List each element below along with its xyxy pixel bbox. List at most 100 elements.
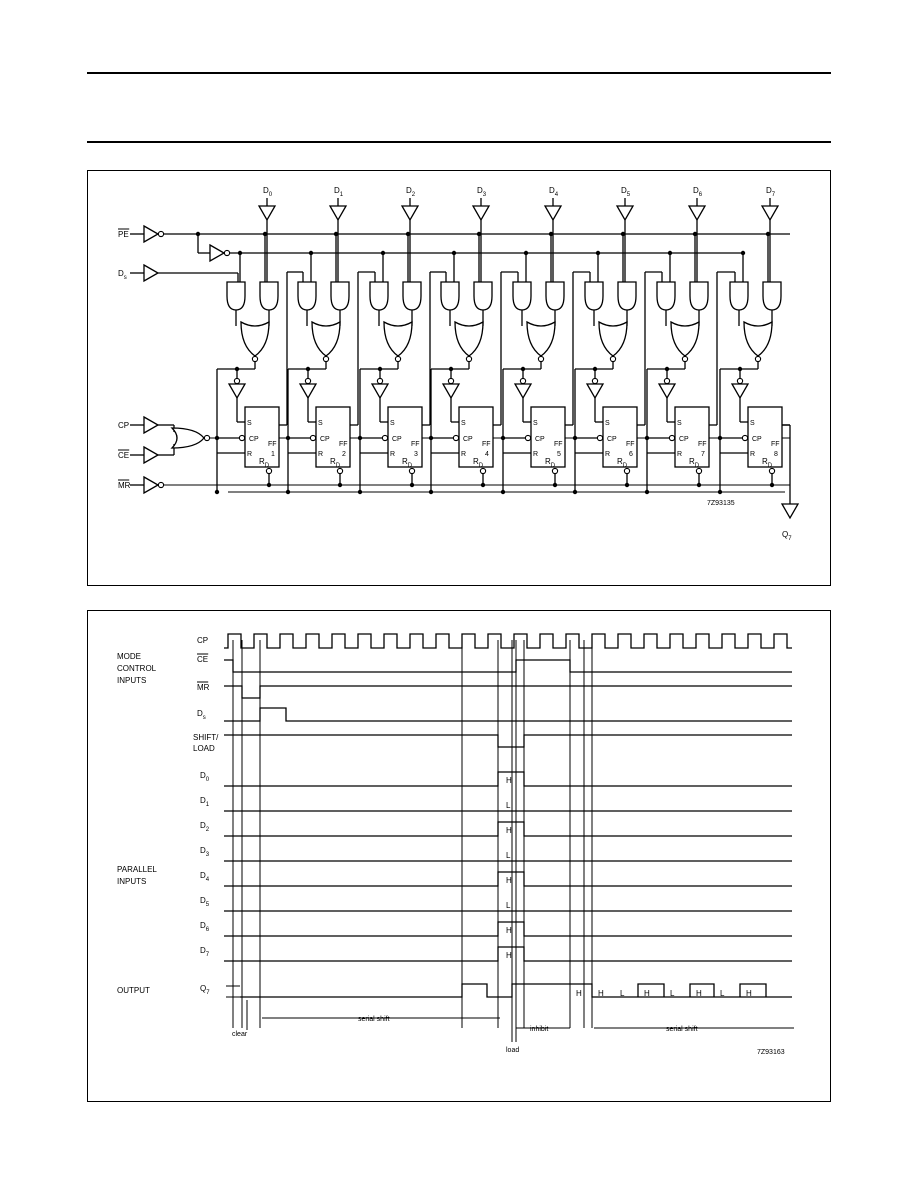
flip-flop-box <box>530 406 566 468</box>
junction-dot <box>266 482 272 488</box>
junction-dot <box>451 250 457 256</box>
data-input-buffer-icon <box>328 205 348 222</box>
level-label: H <box>506 826 512 835</box>
flip-flop-box <box>244 406 280 468</box>
output-label: OUTPUT <box>117 986 150 995</box>
level-label: H <box>506 951 512 960</box>
ff-reset-label: R <box>390 451 395 458</box>
annotation-load: load <box>506 1047 519 1054</box>
inverter-icon <box>370 383 390 400</box>
parallel-input-label: D5 <box>200 896 210 908</box>
junction-dot <box>214 489 220 495</box>
inversion-bubble <box>251 355 259 363</box>
q7-output-label: Q7 <box>782 530 792 542</box>
ff-rd-label: RD <box>762 457 773 469</box>
flip-flop-box <box>674 406 710 468</box>
inverter-icon <box>585 383 605 400</box>
inversion-bubble <box>768 467 776 475</box>
annotation-inhibit: inhibit <box>530 1026 548 1033</box>
inverter-icon <box>298 383 318 400</box>
parallel-input-label: D2 <box>200 821 210 833</box>
ff-label: FF <box>411 441 420 448</box>
or-gate-icon <box>526 320 556 357</box>
ff-number: 4 <box>485 451 489 458</box>
data-input-buffer-icon <box>760 205 780 222</box>
junction-dot <box>237 250 243 256</box>
output-level-label: L <box>720 989 725 998</box>
ff-reset-label: R <box>605 451 610 458</box>
annotation-serial-shift-2: serial shift <box>666 1026 698 1033</box>
parallel-input-label: D0 <box>200 771 210 783</box>
output-level-label: H <box>598 989 604 998</box>
data-input-buffer-icon <box>687 205 707 222</box>
q7-waveform <box>739 983 767 997</box>
ff-number: 2 <box>342 451 346 458</box>
junction-dot <box>717 489 723 495</box>
inversion-bubble <box>203 434 211 442</box>
data-input-label: D1 <box>334 186 344 198</box>
inversion-bubble <box>551 467 559 475</box>
inversion-bubble <box>537 355 545 363</box>
inversion-bubble <box>609 355 617 363</box>
ff-clock-label: CP <box>607 436 617 443</box>
output-level-label: L <box>620 989 625 998</box>
mode-control-label: CONTROL <box>117 664 157 673</box>
ff-set-label: S <box>750 420 755 427</box>
ff-clock-label: CP <box>679 436 689 443</box>
pe-label: PE <box>118 230 129 239</box>
inversion-bubble <box>223 249 231 257</box>
parallel-inputs-label: INPUTS <box>117 877 146 886</box>
ff-clock-label: CP <box>752 436 762 443</box>
junction-dot <box>620 231 626 237</box>
junction-dot <box>428 489 434 495</box>
junction-dot <box>337 482 343 488</box>
inversion-bubble <box>238 434 246 442</box>
junction-dot <box>692 231 698 237</box>
flip-flop-box <box>747 406 783 468</box>
inversion-bubble <box>681 355 689 363</box>
output-level-label: L <box>670 989 675 998</box>
ce-buffer-icon <box>143 445 160 465</box>
output-level-label: H <box>746 989 752 998</box>
level-label: H <box>506 926 512 935</box>
or-gate-icon <box>454 320 484 357</box>
ff-set-label: S <box>677 420 682 427</box>
ff-rd-label: RD <box>689 457 700 469</box>
ff-label: FF <box>698 441 707 448</box>
ff-clock-label: CP <box>463 436 473 443</box>
parallel-input-waveform <box>224 871 792 887</box>
ff-rd-label: RD <box>545 457 556 469</box>
ce-waveform <box>224 659 792 673</box>
inversion-bubble <box>394 355 402 363</box>
output-level-label: H <box>696 989 702 998</box>
data-input-buffer-icon <box>615 205 635 222</box>
junction-dot <box>357 489 363 495</box>
ff-number: 3 <box>414 451 418 458</box>
nor-gate-icon <box>170 427 205 449</box>
junction-dot <box>480 482 486 488</box>
ff-clock-label: CP <box>320 436 330 443</box>
top-rule <box>87 72 831 74</box>
or-gate-icon <box>670 320 700 357</box>
flip-flop-box <box>315 406 351 468</box>
q7-waveform <box>637 983 665 997</box>
shift-load-waveform <box>224 734 792 748</box>
cp-buffer-icon <box>143 415 160 435</box>
junction-dot <box>476 231 482 237</box>
ff-rd-label: RD <box>473 457 484 469</box>
junction-dot <box>333 231 339 237</box>
data-input-buffer-icon <box>471 205 491 222</box>
level-label: L <box>506 901 511 910</box>
cp-label: CP <box>118 421 129 430</box>
inversion-bubble <box>465 355 473 363</box>
data-input-label: D5 <box>621 186 631 198</box>
junction-dot <box>409 482 415 488</box>
cp-signal-label: CP <box>197 636 208 645</box>
parallel-input-waveform <box>224 821 792 837</box>
ff-rd-label: RD <box>330 457 341 469</box>
ff-set-label: S <box>390 420 395 427</box>
ds-buffer-icon <box>143 263 160 283</box>
ff-reset-label: R <box>318 451 323 458</box>
inversion-bubble <box>596 434 604 442</box>
